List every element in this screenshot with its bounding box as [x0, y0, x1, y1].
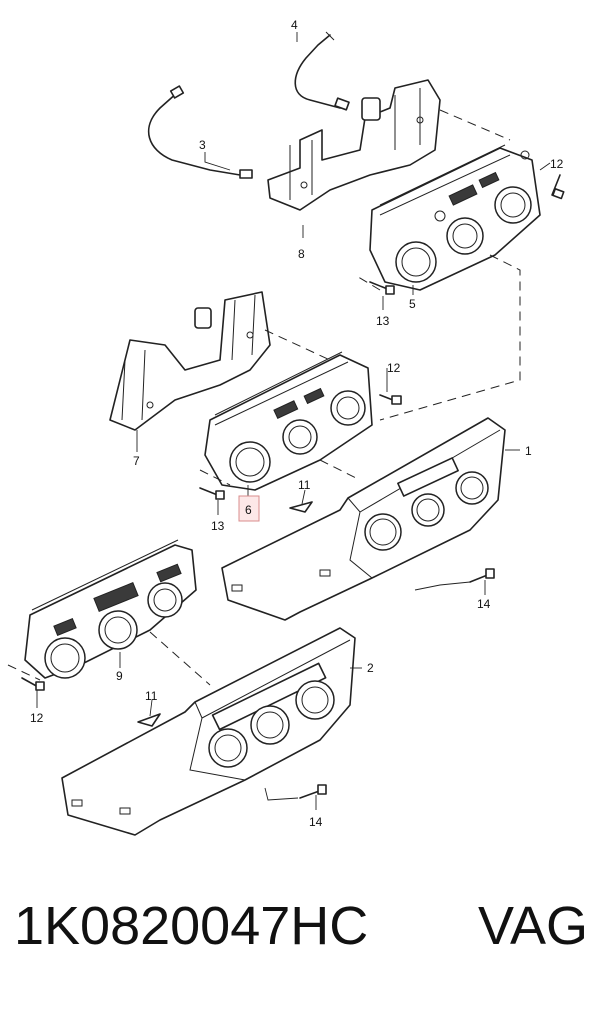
exploded-parts-diagram: 4 3 8 12 5 13 12 7 11 1 6 13 14 9 2 11 1…	[7, 18, 565, 836]
clip-part-11-lower	[137, 713, 161, 727]
callout-11-lower: 11	[145, 689, 158, 703]
part-number: 1K0820047HC	[14, 896, 369, 956]
screw-part-12-bottom	[21, 677, 45, 691]
control-unit-part-9	[7, 539, 211, 686]
callout-7: 7	[133, 454, 140, 468]
screw-part-14-lower	[299, 784, 327, 799]
callout-5: 5	[409, 297, 416, 311]
clip-part-11-upper	[289, 501, 313, 513]
callout-labels: 4 3 8 12 5 13 12 7 11 1 6 13 14 9 2 11 1…	[30, 18, 564, 829]
callout-11-upper: 11	[298, 478, 311, 492]
cable-part-4	[294, 31, 350, 111]
callout-13-middle: 13	[211, 519, 225, 533]
callout-4: 4	[291, 18, 298, 32]
control-unit-part-5	[354, 144, 541, 421]
leader-lines	[36, 32, 551, 810]
callout-1: 1	[525, 444, 532, 458]
callout-12-bottom: 12	[30, 711, 44, 725]
trim-panel-part-1	[221, 417, 506, 621]
screw-part-12-middle	[379, 394, 402, 405]
callout-6-highlight	[238, 495, 260, 522]
callout-14-upper: 14	[477, 597, 491, 611]
callout-9: 9	[116, 669, 123, 683]
callout-14-lower: 14	[309, 815, 323, 829]
callout-3: 3	[199, 138, 206, 152]
brand-name: VAG	[477, 896, 588, 956]
callout-8: 8	[298, 247, 305, 261]
screw-part-13-top	[369, 281, 395, 295]
screw-part-14-upper	[469, 568, 495, 583]
callout-6: 6	[245, 503, 252, 517]
control-unit-part-6	[199, 351, 373, 491]
screw-part-12-top	[551, 174, 565, 200]
mounting-bracket-part-7	[109, 291, 331, 431]
callout-12-middle: 12	[387, 361, 401, 375]
callout-13-top: 13	[376, 314, 390, 328]
callout-12-top: 12	[550, 157, 564, 171]
footer: 1K0820047HC VAG	[0, 895, 600, 995]
mounting-bracket-part-8	[267, 79, 511, 211]
trim-panel-part-2	[61, 627, 356, 836]
callout-2: 2	[367, 661, 374, 675]
cable-part-3	[148, 85, 253, 179]
screw-part-13-middle	[199, 487, 225, 500]
